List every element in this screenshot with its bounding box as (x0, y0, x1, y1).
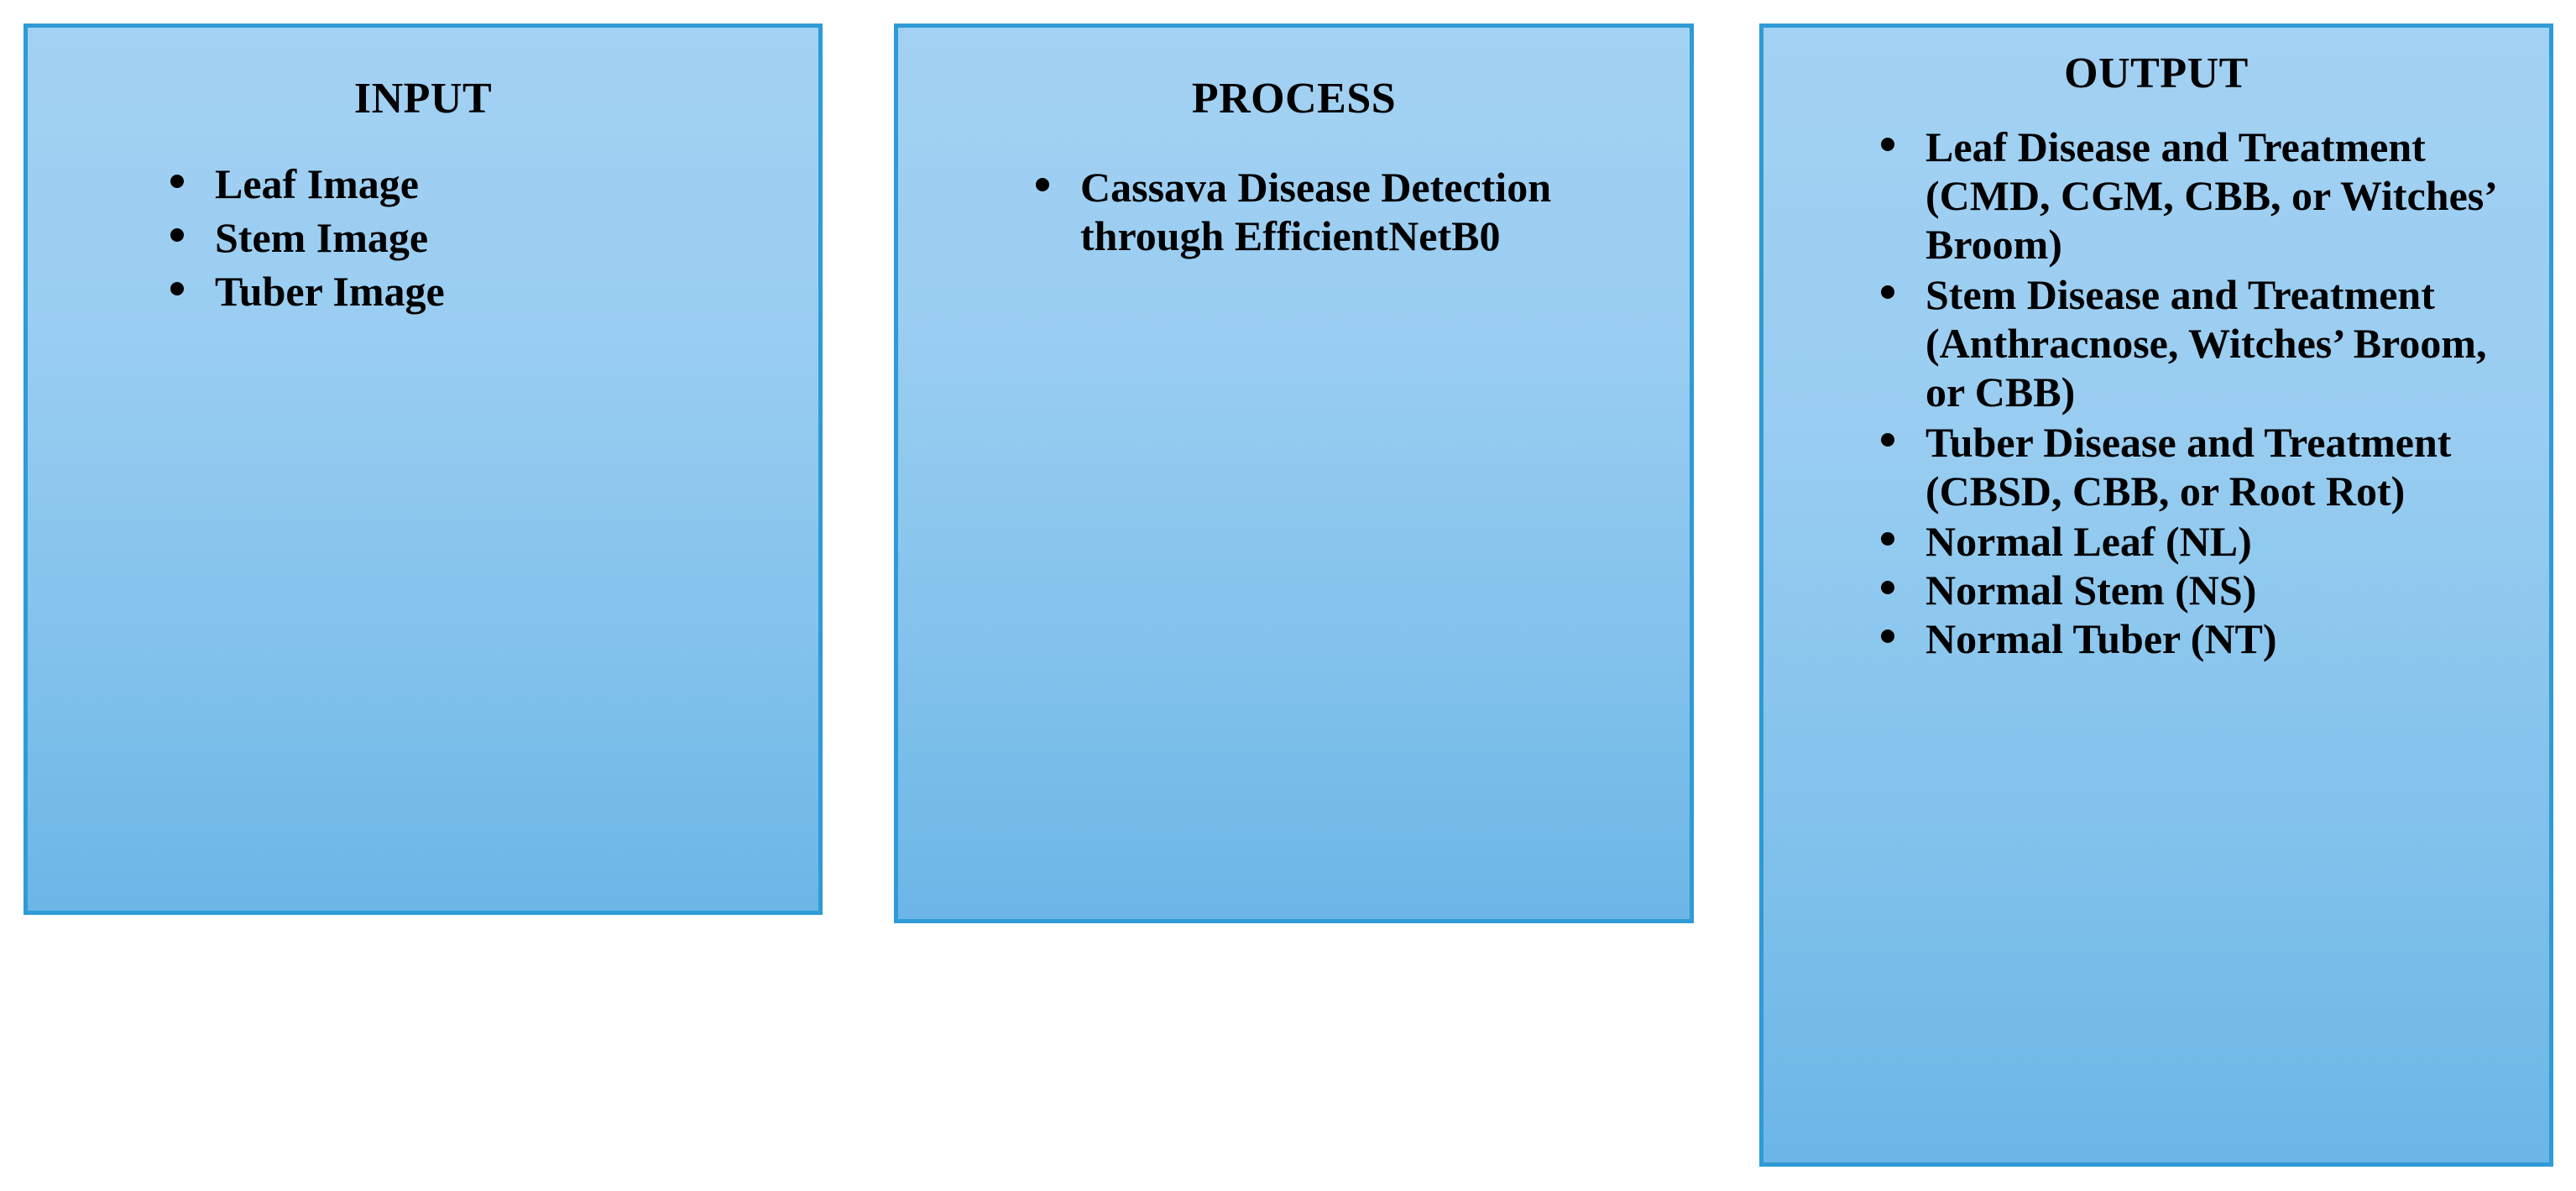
process-box: PROCESS Cassava Disease Detection throug… (894, 24, 1694, 923)
output-box-heading: OUTPUT (2064, 50, 2249, 97)
list-item: Normal Stem (NS) (1846, 566, 2529, 614)
bullet-dot-icon (1881, 580, 1894, 594)
list-item-label: Tuber Image (215, 267, 445, 315)
process-bullet-list: Cassava Disease Detection through Effici… (898, 123, 1690, 260)
list-item: Stem Disease and Treatment (Anthracnose,… (1846, 270, 2529, 416)
list-item-label: Stem Disease and Treatment (Anthracnose,… (1925, 270, 2487, 415)
bullet-dot-icon (1881, 629, 1894, 643)
process-box-heading: PROCESS (1191, 75, 1397, 123)
list-item: Tuber Disease and Treatment (CBSD, CBB, … (1846, 418, 2529, 515)
list-item: Stem Image (135, 213, 818, 262)
bullet-dot-icon (170, 174, 184, 188)
output-box: OUTPUT Leaf Disease and Treatment (CMD, … (1759, 24, 2553, 1167)
input-bullet-list: Leaf Image Stem Image Tuber Image (28, 123, 818, 316)
list-item-label: Leaf Disease and Treatment (CMD, CGM, CB… (1925, 123, 2495, 268)
bullet-dot-icon (1881, 285, 1894, 299)
bullet-dot-icon (1881, 137, 1894, 151)
bullet-dot-icon (170, 227, 184, 242)
list-item: Cassava Disease Detection through Effici… (1001, 163, 1656, 260)
list-item: Leaf Image (135, 159, 818, 208)
input-box: INPUT Leaf Image Stem Image Tuber Image (24, 24, 823, 915)
bullet-dot-icon (1881, 531, 1894, 546)
output-bullet-list: Leaf Disease and Treatment (CMD, CGM, CB… (1763, 97, 2549, 663)
list-item: Tuber Image (135, 267, 818, 316)
input-box-heading: INPUT (353, 75, 493, 123)
bullet-dot-icon (1036, 177, 1049, 191)
list-item: Normal Tuber (NT) (1846, 614, 2529, 663)
list-item: Leaf Disease and Treatment (CMD, CGM, CB… (1846, 123, 2529, 269)
list-item: Normal Leaf (NL) (1846, 517, 2529, 566)
list-item-label: Normal Leaf (NL) (1925, 517, 2252, 565)
list-item-label: Leaf Image (215, 159, 419, 207)
bullet-dot-icon (170, 281, 184, 295)
list-item-label: Stem Image (215, 213, 429, 261)
bullet-dot-icon (1881, 432, 1894, 447)
list-item-label: Tuber Disease and Treatment (CBSD, CBB, … (1925, 418, 2452, 515)
list-item-label: Normal Tuber (NT) (1925, 614, 2277, 662)
list-item-label: Normal Stem (NS) (1925, 566, 2257, 614)
list-item-label: Cassava Disease Detection through Effici… (1080, 163, 1552, 259)
